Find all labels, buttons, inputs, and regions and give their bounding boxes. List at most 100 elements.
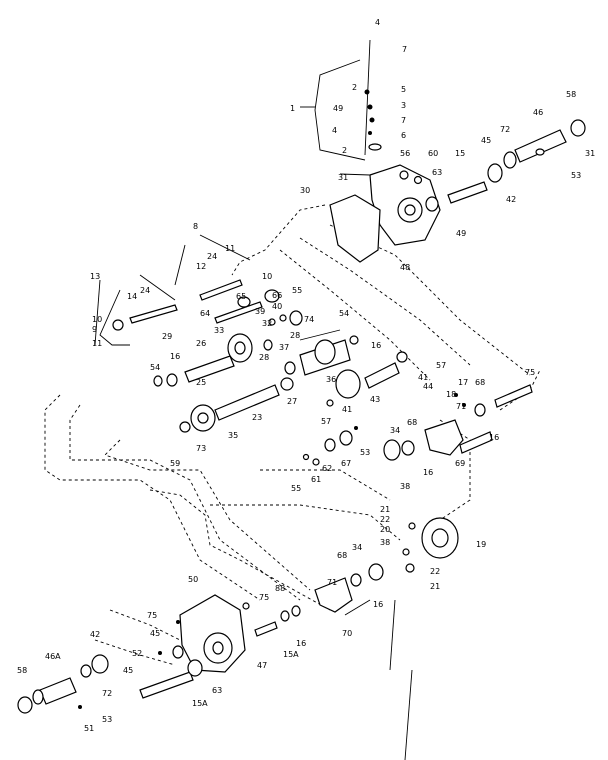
callout: 66 — [272, 291, 282, 300]
callout: 15A — [283, 650, 299, 659]
callout: 47 — [257, 661, 267, 670]
callout: 34 — [390, 426, 400, 435]
callout: 17 — [458, 378, 468, 387]
callout: 9 — [92, 325, 97, 334]
callout: 36 — [326, 375, 336, 384]
callout: 29 — [162, 332, 172, 341]
callout: 46A — [45, 652, 61, 661]
callout: 60 — [428, 149, 438, 158]
callout: 26 — [196, 339, 206, 348]
callout: 20 — [380, 525, 390, 534]
callout: 18 — [446, 390, 456, 399]
callout: 45 — [481, 136, 491, 145]
callout: 52 — [132, 649, 142, 658]
callout: 32 — [262, 319, 272, 328]
callout: 40 — [272, 302, 282, 311]
callout: 3 — [401, 101, 406, 110]
callout: 50 — [188, 575, 198, 584]
callout: 45 — [150, 629, 160, 638]
callout: 75 — [525, 368, 535, 377]
callout: 73 — [196, 444, 206, 453]
callout: 1 — [290, 104, 295, 113]
callout: 12 — [196, 262, 206, 271]
callout: 53 — [360, 448, 370, 457]
dashed-reference-lines — [44, 204, 541, 666]
right-subassembly — [302, 384, 533, 466]
callout: 61 — [311, 475, 321, 484]
callout: 28 — [259, 353, 269, 362]
callout: 67 — [341, 459, 351, 468]
callout: 64 — [200, 309, 210, 318]
callout: 58 — [17, 666, 27, 675]
callout: 41 — [342, 405, 352, 414]
callout: 6 — [401, 131, 406, 140]
callout: 51 — [84, 724, 94, 733]
callout: 49 — [333, 104, 343, 113]
callout: 38 — [380, 538, 390, 547]
callout: 55 — [291, 484, 301, 493]
callout: 2 — [342, 146, 347, 155]
callout: 57 — [436, 361, 446, 370]
callout: 63 — [212, 686, 222, 695]
callout: 16 — [296, 639, 306, 648]
callout: 16 — [489, 433, 499, 442]
callout: 23 — [252, 413, 262, 422]
lower-axle-assembly — [17, 517, 459, 714]
callout: 57 — [321, 417, 331, 426]
callout: 55 — [292, 286, 302, 295]
callout: 15A — [192, 699, 208, 708]
callout: 41 — [418, 373, 428, 382]
callout: 30 — [300, 186, 310, 195]
callout: 42 — [90, 630, 100, 639]
callout: 68 — [407, 418, 417, 427]
callout: 48 — [400, 263, 410, 272]
callout: 8 — [193, 222, 198, 231]
callout: 42 — [506, 195, 516, 204]
callout: 72 — [102, 689, 112, 698]
callout: 59 — [170, 459, 180, 468]
callout: 53 — [102, 715, 112, 724]
callout: 39 — [255, 307, 265, 316]
callout: 31 — [585, 149, 595, 158]
callout: 53 — [571, 171, 581, 180]
callout: 69 — [455, 459, 465, 468]
callout: 2 — [352, 83, 357, 92]
callout: 34 — [352, 543, 362, 552]
callout: 63 — [432, 168, 442, 177]
leader-lines — [94, 39, 413, 760]
callout: 13 — [90, 272, 100, 281]
callout: 35 — [228, 431, 238, 440]
callout: 33 — [214, 326, 224, 335]
callout: 68 — [337, 551, 347, 560]
callout-labels: 4 7 1 49 2 5 3 7 4 6 2 31 56 60 63 15 45… — [17, 18, 595, 733]
callout: 28 — [290, 331, 300, 340]
callout: 72 — [500, 125, 510, 134]
upper-housing-assembly — [329, 89, 586, 263]
callout: 70 — [342, 629, 352, 638]
callout: 49 — [456, 229, 466, 238]
callout: 16 — [373, 600, 383, 609]
middle-gear-train — [112, 279, 408, 433]
callout: 10 — [262, 272, 272, 281]
callout: 54 — [150, 363, 160, 372]
callout: 75 — [259, 593, 269, 602]
callout: 65 — [236, 292, 246, 301]
callout: 45 — [123, 666, 133, 675]
callout: 62 — [322, 464, 332, 473]
callout: 31 — [338, 173, 348, 182]
callout: 16 — [423, 468, 433, 477]
callout: 4 — [375, 18, 380, 27]
callout: 58 — [566, 90, 576, 99]
callout: 44 — [423, 382, 433, 391]
callout: 54 — [339, 309, 349, 318]
callout: 68 — [475, 378, 485, 387]
callout: 88 — [275, 584, 285, 593]
callout: 38 — [400, 482, 410, 491]
callout: 24 — [140, 286, 150, 295]
callout: 22 — [430, 567, 440, 576]
callout: 71 — [456, 402, 466, 411]
callout: 11 — [92, 339, 102, 348]
callout: 16 — [170, 352, 180, 361]
callout: 21 — [430, 582, 440, 591]
